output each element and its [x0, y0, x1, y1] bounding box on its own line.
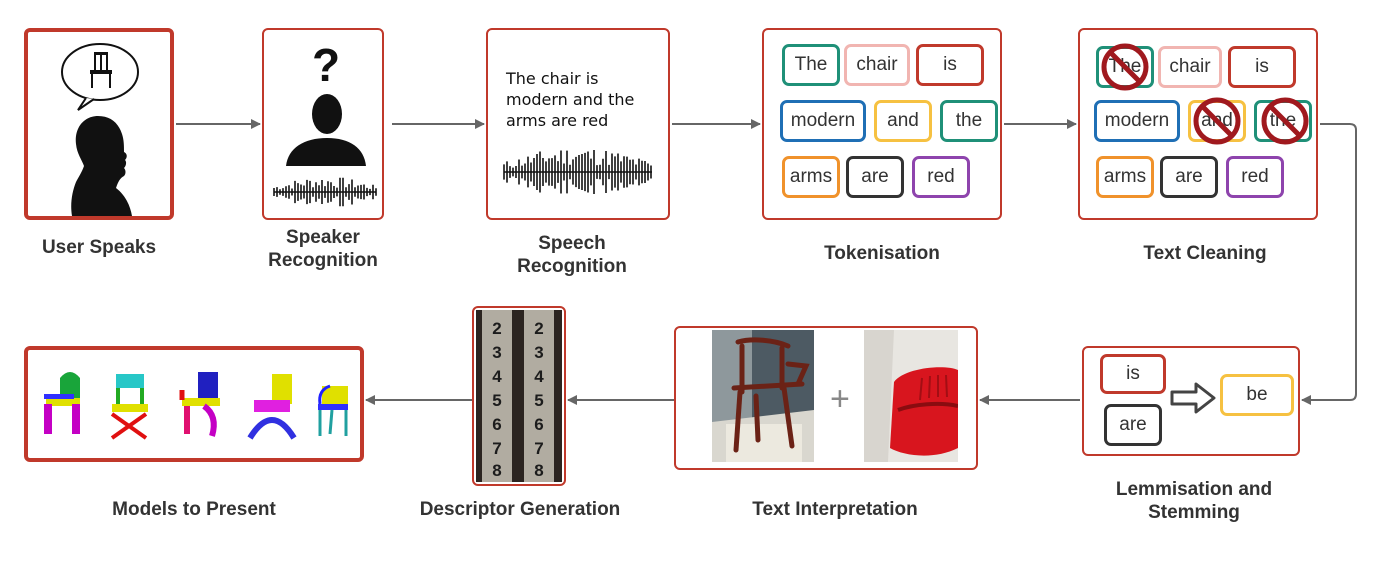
speech-recognition-box: The chair is modern and the arms are red — [486, 28, 670, 220]
svg-text:3: 3 — [492, 343, 501, 362]
user-speaks-box — [24, 28, 174, 220]
stage-label-tokenisation: Tokenisation — [824, 243, 940, 264]
plus-sign: + — [830, 380, 850, 418]
stage-label-descriptor-generation: Descriptor Generation — [419, 499, 621, 520]
token: red — [1226, 156, 1284, 198]
plastic-chair-photo — [864, 330, 958, 462]
token: are — [1160, 156, 1218, 198]
svg-text:5: 5 — [534, 391, 543, 410]
stage-label-text-interpretation: Text Interpretation — [752, 499, 918, 520]
token: red — [912, 156, 970, 198]
token: chair — [1158, 46, 1222, 88]
token: modern — [780, 100, 866, 142]
wooden-armchair-photo — [712, 330, 814, 462]
token: are — [1104, 404, 1162, 446]
person-silhouette-icon — [286, 94, 366, 166]
svg-text:8: 8 — [492, 461, 501, 480]
stage-label-speech-recognition: Speech Recognition — [517, 233, 627, 277]
speech-bubble-with-chair-icon — [61, 43, 139, 111]
stage-label-models-to-present: Models to Present — [112, 499, 276, 520]
prohibited-sign-icon — [1101, 43, 1149, 91]
svg-text:6: 6 — [492, 415, 501, 434]
token: be — [1220, 374, 1294, 416]
arrow-cleaning-to-lemma — [1301, 123, 1357, 405]
stage-label-user-speaks: User Speaks — [41, 237, 157, 258]
svg-text:6: 6 — [534, 415, 543, 434]
stage-label-lemmisation: Lemmisation and Stemming — [1115, 479, 1273, 523]
token: is — [916, 44, 984, 86]
prohibited-sign-icon — [1193, 97, 1241, 145]
chair-model — [247, 374, 297, 440]
svg-text:8: 8 — [534, 461, 543, 480]
token: the — [940, 100, 998, 142]
chair-model — [179, 372, 220, 437]
audio-waveform-icon — [273, 177, 377, 207]
svg-text:3: 3 — [534, 343, 543, 362]
svg-text:5: 5 — [492, 391, 501, 410]
chair-model — [110, 374, 148, 440]
chair-model — [44, 372, 80, 434]
token: is — [1100, 354, 1166, 394]
prohibited-sign-icon — [1261, 97, 1309, 145]
svg-text:7: 7 — [492, 439, 501, 458]
svg-text:2: 2 — [534, 319, 543, 338]
token: arms — [782, 156, 840, 198]
right-arrow-icon — [1170, 382, 1216, 414]
recognised-speech-text: The chair is modern and the arms are red — [506, 69, 635, 130]
chair-models-row — [44, 372, 348, 440]
token: chair — [844, 44, 910, 86]
svg-text:2: 2 — [492, 319, 501, 338]
person-speaking-silhouette-icon — [71, 116, 132, 216]
token: are — [846, 156, 904, 198]
token: arms — [1096, 156, 1154, 198]
chair-model — [318, 384, 348, 436]
svg-text:7: 7 — [534, 439, 543, 458]
stage-label-text-cleaning: Text Cleaning — [1143, 243, 1267, 264]
token: modern — [1094, 100, 1180, 142]
token: and — [874, 100, 932, 142]
svg-text:4: 4 — [492, 367, 502, 386]
question-mark: ? — [312, 39, 341, 91]
stage-label-speaker-recognition: Speaker Recognition — [268, 227, 378, 271]
speaker-recognition-box: ? — [262, 28, 384, 220]
token: is — [1228, 46, 1296, 88]
number-dial-icon: 2 2 3 3 4 4 5 5 6 6 7 7 8 8 — [476, 310, 562, 482]
svg-text:4: 4 — [534, 367, 544, 386]
audio-waveform-icon — [503, 149, 652, 195]
token: The — [782, 44, 840, 86]
